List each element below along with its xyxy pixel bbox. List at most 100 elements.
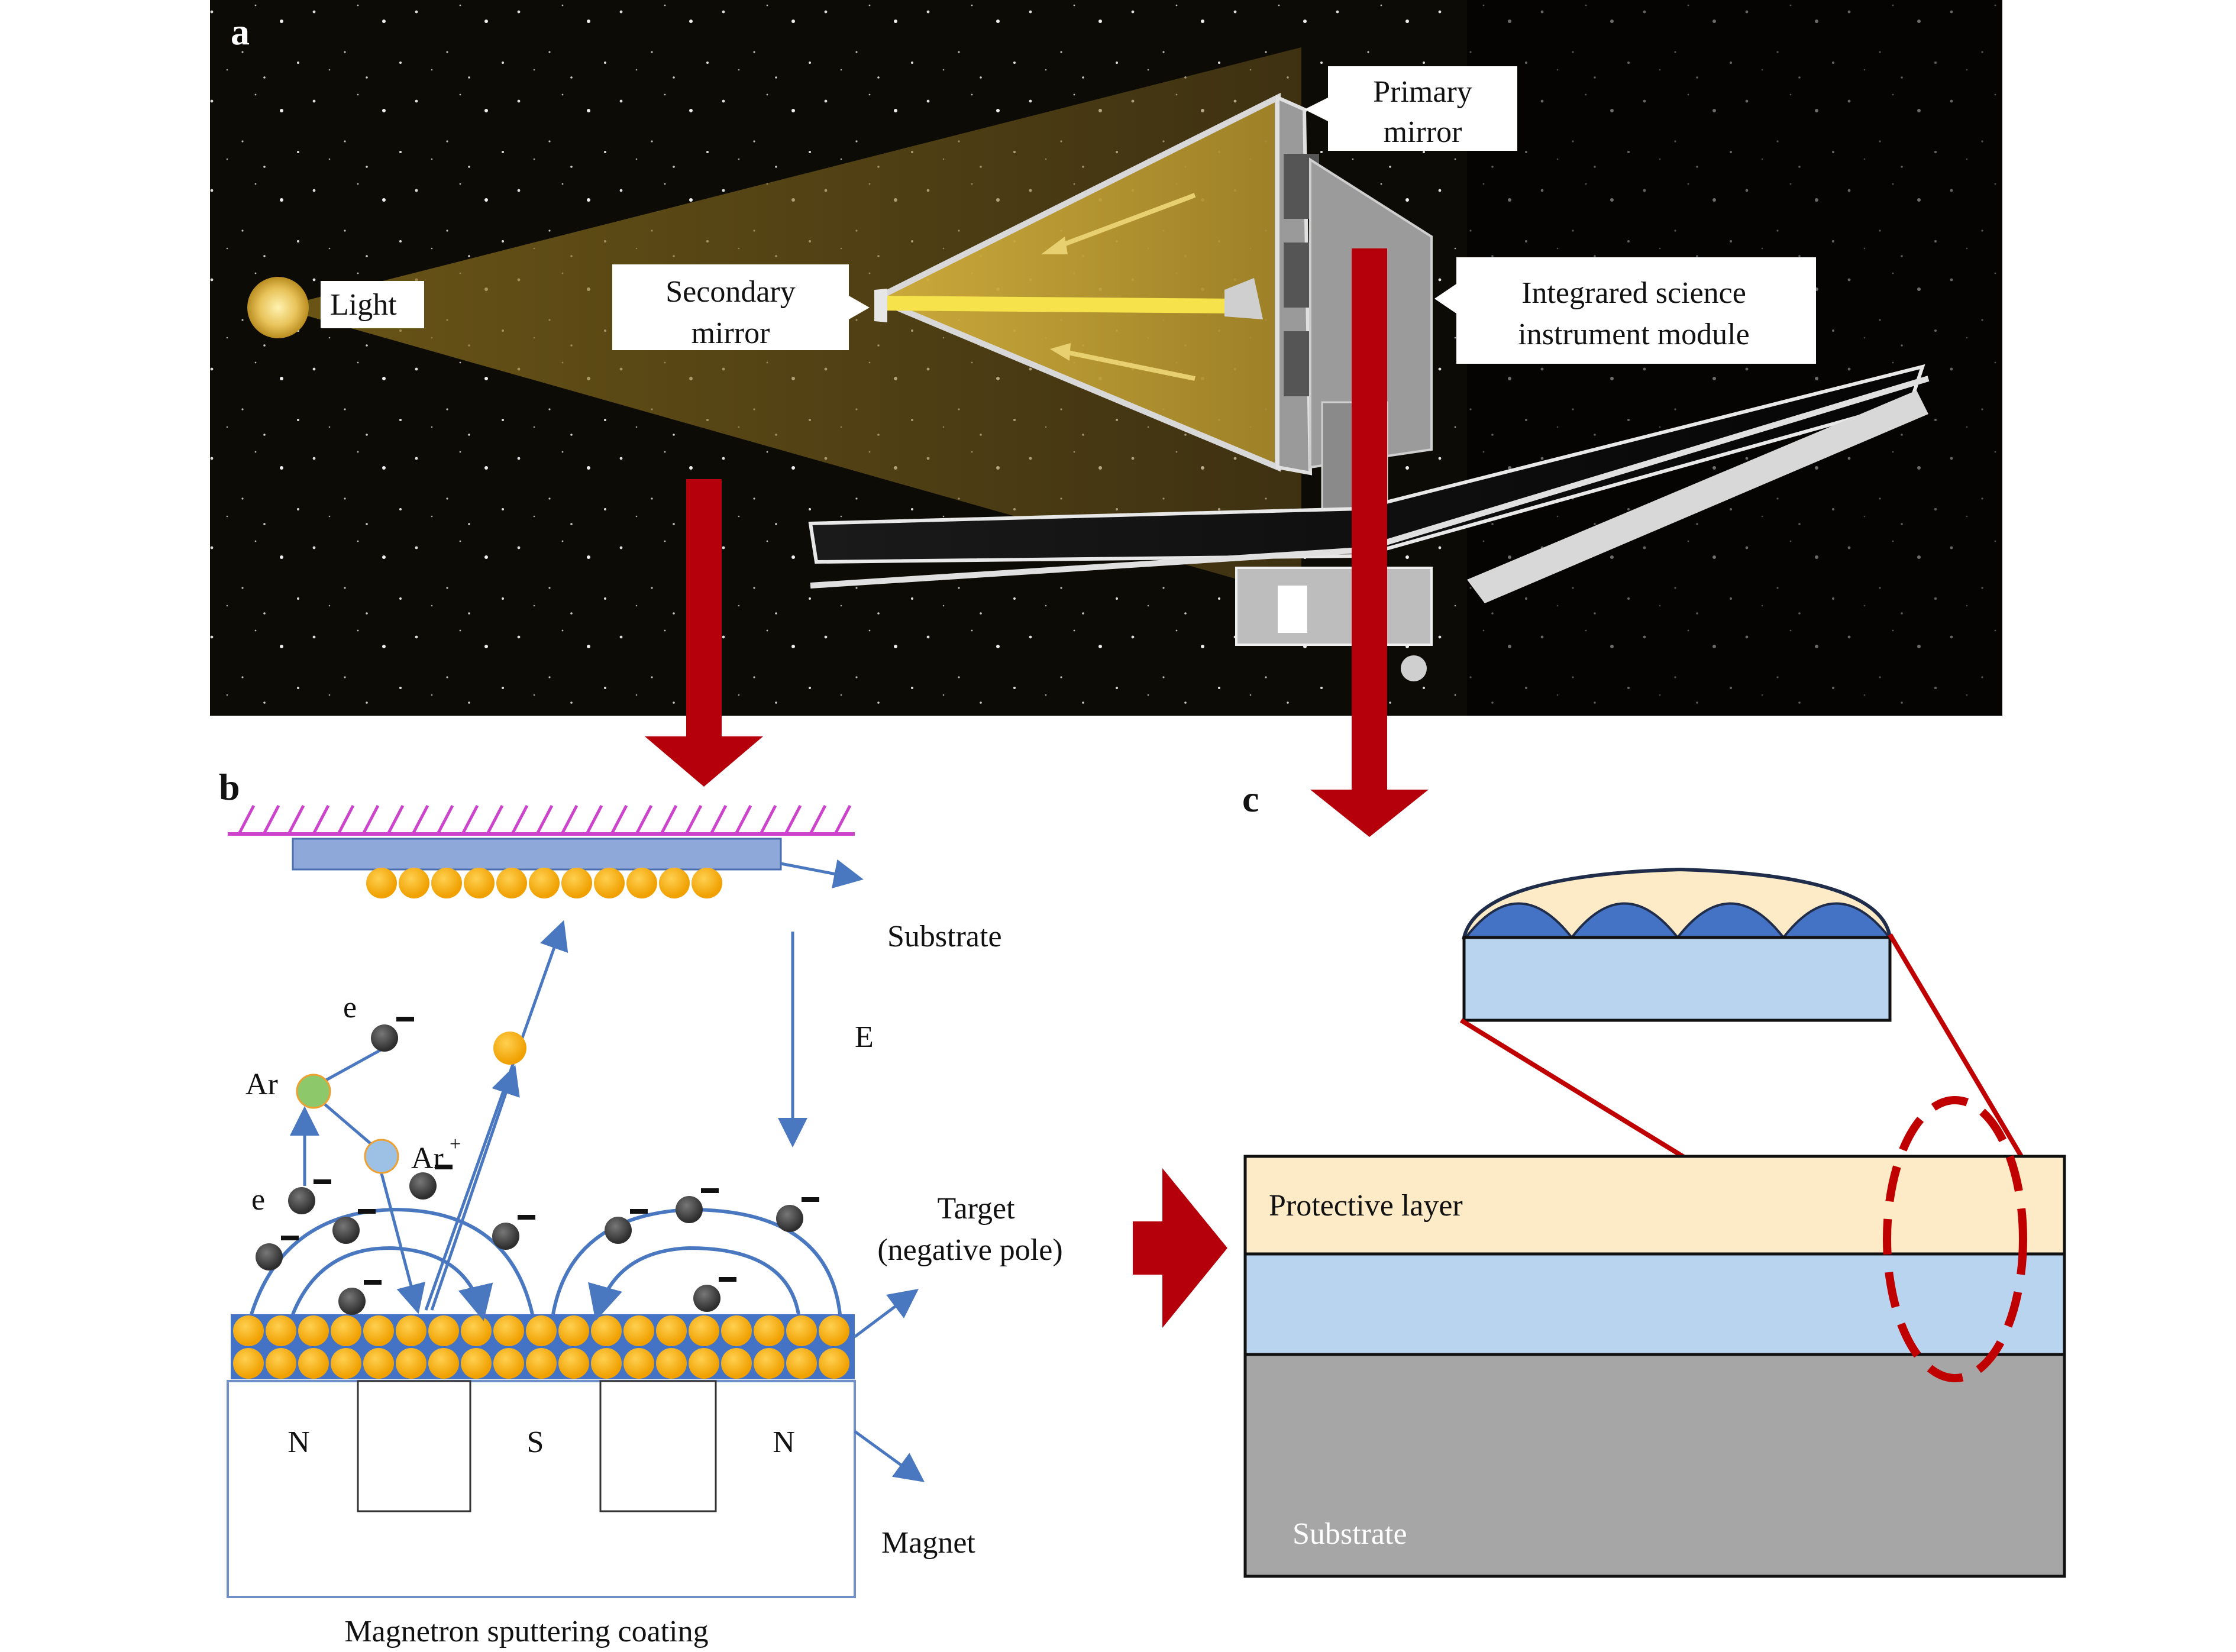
target-atom [623,1348,654,1379]
target-atom [721,1315,752,1346]
coating-atom [399,868,429,898]
coating-atom [659,868,690,898]
panel-a-telescope: Light Secondary mirror Primary mirror In… [210,0,2002,716]
target-atom [721,1348,752,1379]
hatch-stroke [511,804,529,834]
secondary-mirror-pointer [849,296,870,319]
target-atom [656,1348,687,1379]
primary-mirror-label-line2: mirror [1384,115,1462,149]
electron-charge-sign [701,1188,719,1193]
hatch-stroke [461,804,479,834]
hatch-stroke [635,804,653,834]
hatch-stroke [685,804,703,834]
substrate-layer [1243,1353,2066,1578]
magnet-body [227,1380,856,1598]
electron-icon [371,1024,398,1052]
coating-grains [1463,902,1892,939]
red-arrow-to-b [645,479,763,787]
coating-atom [496,868,527,898]
target-atoms [233,1315,849,1379]
electric-field-label: E [855,1020,874,1054]
ionization-path [315,1096,380,1152]
magnet-pointer [854,1430,925,1482]
coating-atom [692,868,722,898]
panel-c-coating-structure: c Protective layer Substrate [1242,778,2066,1578]
target-atom [233,1348,264,1379]
target-atom [526,1348,557,1379]
target-atom [428,1315,459,1346]
secondary-mirror-label-box [612,264,849,350]
electron-icon [409,1172,437,1200]
target-atom [331,1315,361,1346]
target-atom [266,1315,296,1346]
coating-grain [1675,902,1786,939]
coating-atom [529,868,560,898]
panel-b-magnetron-sputtering: b Substrate E Target (negative pole) N S… [219,766,1063,1648]
electron-icon [256,1243,283,1270]
electron-icon [332,1217,360,1244]
primary-mirror-pointer [1304,98,1328,121]
argon-atom-icon [296,1074,331,1109]
target-atom [298,1348,329,1379]
coating-atom [431,868,462,898]
hatch-stroke [809,804,827,834]
electron-icon [288,1187,315,1214]
protective-layer-label: Protective layer [1269,1189,1463,1223]
target-atom [786,1315,817,1346]
electron-charge-sign [314,1179,331,1184]
target-atom [363,1348,394,1379]
electron-charge-sign [435,1165,453,1169]
target-atom [591,1348,622,1379]
substrate-label: Substrate [887,920,1002,953]
reflected-ray-lower [1064,350,1195,381]
hatch-stroke [387,804,405,834]
free-electrons [256,1017,819,1315]
hatch-stroke [834,804,852,834]
target-atom [396,1315,426,1346]
secondary-mirror-label-line2: mirror [692,316,770,350]
focused-beam [881,296,1236,313]
pole-s-label: S [527,1425,544,1459]
ionization-path [315,1042,393,1087]
target-atom [754,1315,784,1346]
electron-icon [605,1217,632,1244]
hatch-stroke [784,804,802,834]
magnetic-field-line [250,1207,534,1315]
protective-layer [1243,1155,2066,1256]
secondary-mirror-label-line1: Secondary [665,275,795,309]
pole-n-right-label: N [773,1425,795,1459]
zoom-line-right [1888,933,2025,1161]
coating-atom [366,868,397,898]
pole-n-left-label: N [287,1425,310,1459]
reflected-ray-lower-head [1050,343,1071,361]
target-atom [493,1348,524,1379]
sputtered-atom [493,1032,526,1065]
electron-charge-sign [281,1236,299,1240]
target-atom [428,1348,459,1379]
electron-icon [338,1288,366,1315]
ejected-atom-trajectory [424,920,568,1311]
coating-atom [626,868,657,898]
target-atom [754,1348,784,1379]
target-atom [819,1348,849,1379]
electron-icon [776,1205,803,1232]
target-atom [396,1348,426,1379]
target-atom [656,1315,687,1346]
hatch-stroke [312,804,330,834]
argon-label: Ar [245,1068,278,1101]
magnetron-caption: Magnetron sputtering coating [344,1615,708,1648]
hatch-stroke [536,804,554,834]
coating-atom [464,868,495,898]
target-atom [363,1315,394,1346]
coating-grain [1463,902,1575,939]
electron-icon [676,1196,703,1223]
coating-grain [1569,902,1681,939]
argon-ion-trajectory [377,1162,425,1314]
argon-ion-label: Ar [411,1142,444,1175]
zoom-region-highlight [1883,1096,2027,1382]
argon-ion-superscript: + [450,1133,461,1155]
spacecraft-bus [1235,567,1433,646]
hatch-stroke [437,804,454,834]
substrate-pointer [780,859,864,888]
hatch-stroke [486,804,504,834]
